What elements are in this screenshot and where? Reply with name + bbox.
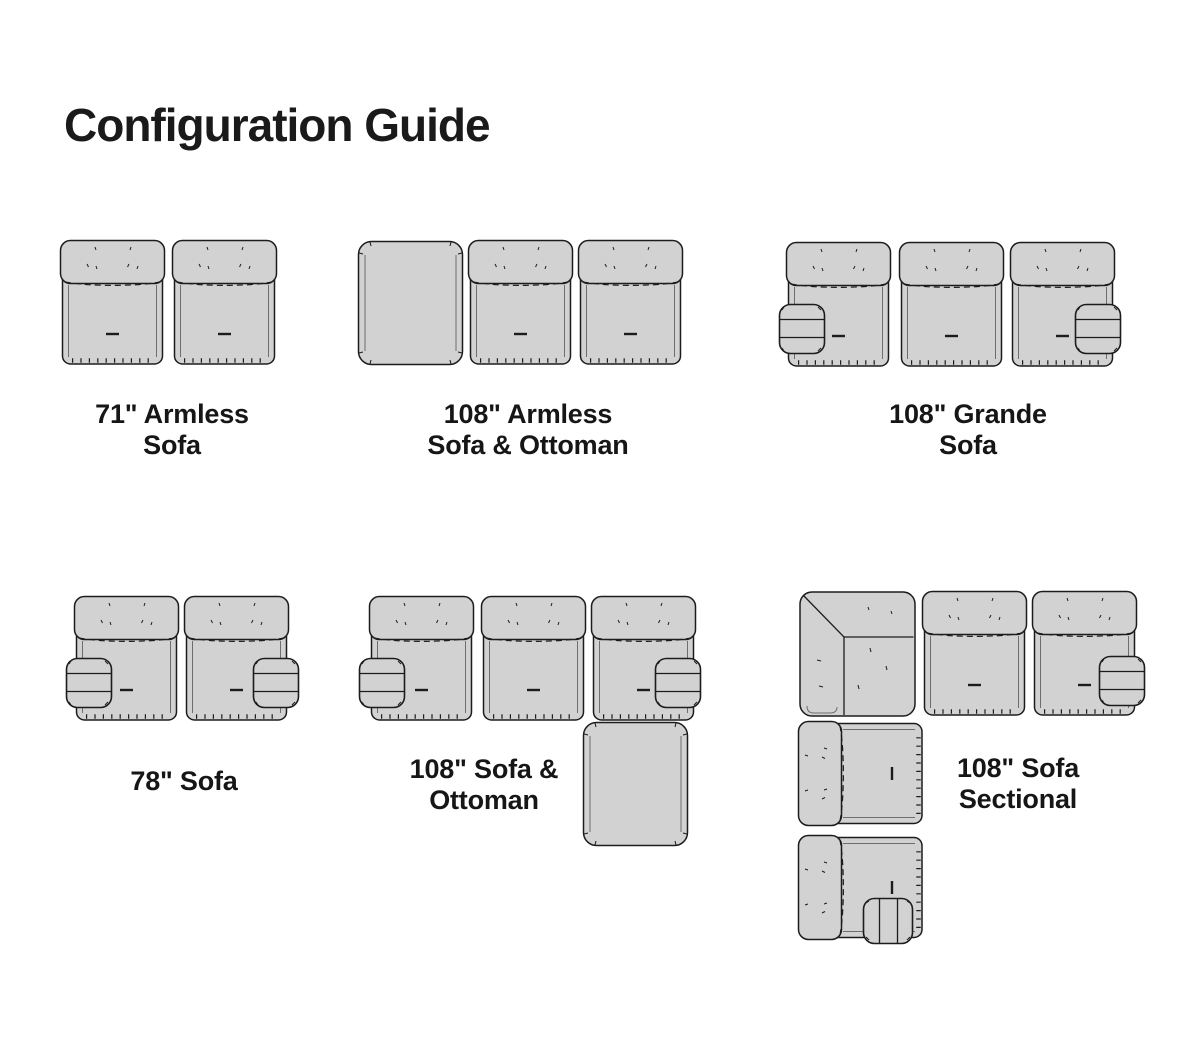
corner-seat-module: [799, 591, 916, 717]
armless-seat-module: [923, 592, 1027, 716]
config-108-sofa-ottoman: 108" Sofa & Ottoman: [353, 588, 713, 856]
armless-seat-module: [469, 241, 573, 365]
right-arm-module: [1074, 303, 1122, 355]
config-label-line: 71" Armless: [95, 399, 249, 429]
config-108-sofa-sectional: 108" Sofa Sectional: [793, 585, 1161, 963]
right-arm-module: [1098, 655, 1146, 707]
config-label-line: 108" Grande: [889, 399, 1047, 429]
right-arm-module: [252, 657, 300, 709]
config-78-sofa: 78" Sofa: [60, 588, 308, 828]
config-label-line: 108" Sofa &: [409, 754, 559, 784]
armless-seat-module: [173, 241, 277, 365]
config-label: 108" Sofa & Ottoman: [353, 754, 615, 816]
armless-seat-module: [61, 241, 165, 365]
config-label: 108" Armless Sofa & Ottoman: [358, 399, 698, 461]
armless-seat-module: [900, 243, 1004, 367]
diagram-108-armless-sofa-ottoman: [357, 236, 690, 376]
config-label: 71" Armless Sofa: [56, 399, 288, 461]
config-label-line: Ottoman: [429, 785, 539, 815]
left-arm-module: [65, 657, 113, 709]
config-label-line: Sofa & Ottoman: [427, 430, 629, 460]
config-label: 78" Sofa: [60, 766, 308, 797]
ottoman-module: [357, 240, 464, 366]
diagram-78-sofa: [65, 588, 300, 730]
config-label-line: Sofa: [143, 430, 201, 460]
config-108-armless-sofa-ottoman: 108" Armless Sofa & Ottoman: [350, 236, 690, 486]
config-label: 108" Grande Sofa: [808, 399, 1128, 461]
left-arm-module: [358, 657, 406, 709]
config-108-grande-sofa: 108" Grande Sofa: [772, 236, 1132, 486]
config-label-line: 108" Sofa: [956, 753, 1080, 783]
page-title: Configuration Guide: [64, 99, 491, 151]
left-arm-module: [778, 303, 826, 355]
config-label: 108" Sofa Sectional: [858, 753, 1178, 815]
diagram-71-armless-sofa: [56, 236, 288, 376]
armless-seat-module: [482, 597, 586, 721]
diagram-108-grande-sofa: [778, 236, 1122, 376]
config-71-armless-sofa: 71" Armless Sofa: [56, 236, 288, 486]
end-arm-module: [862, 897, 914, 945]
config-label-line: 108" Armless: [443, 399, 613, 429]
right-arm-module: [654, 657, 702, 709]
config-label-line: Sectional: [958, 784, 1078, 814]
config-label-line: Sofa: [939, 430, 997, 460]
armless-seat-module: [579, 241, 683, 365]
config-label-line: 78" Sofa: [130, 766, 238, 796]
